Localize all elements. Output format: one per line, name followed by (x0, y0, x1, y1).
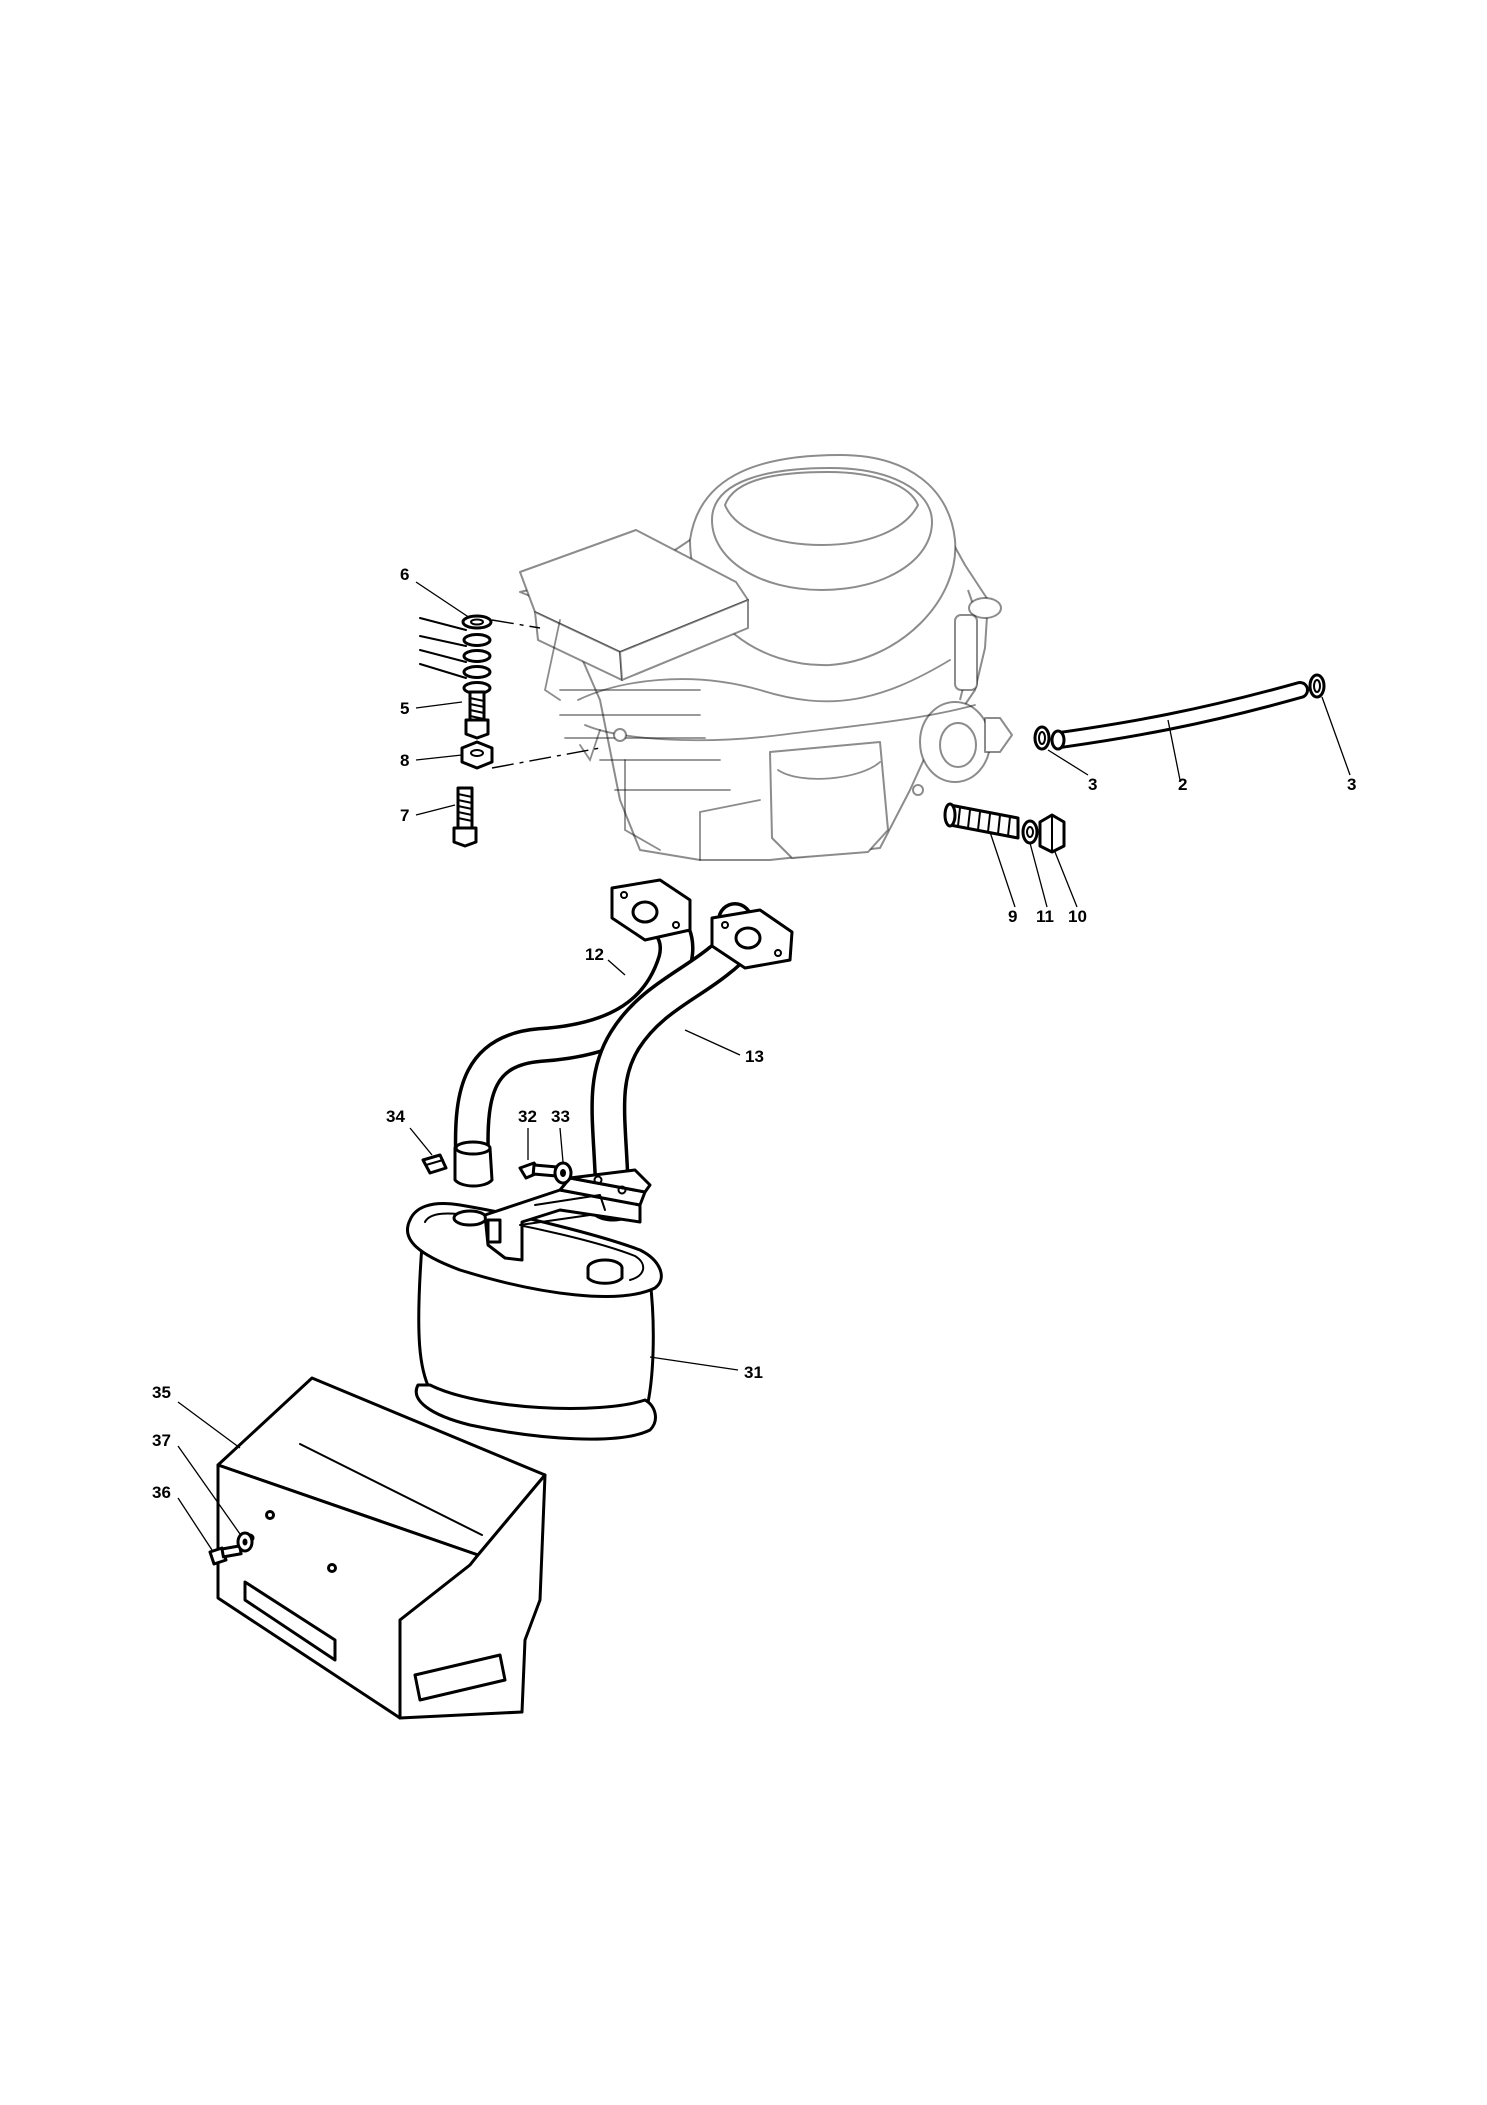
assembly-line-upper (491, 619, 541, 629)
callout-6: 6 (400, 565, 409, 584)
callout-9: 9 (1008, 907, 1017, 926)
callout-3-left: 3 (1088, 775, 1097, 794)
fuel-hose (1050, 681, 1309, 751)
callout-34: 34 (386, 1107, 405, 1126)
callout-36: 36 (152, 1483, 171, 1502)
callout-32: 32 (518, 1107, 537, 1126)
callouts: 6 5 8 7 3 2 3 9 11 10 12 13 34 32 33 31 … (152, 565, 1356, 1502)
leader-lines (177, 581, 1351, 1551)
drain-cap (1038, 813, 1066, 854)
drain-washer (1021, 819, 1039, 845)
callout-35: 35 (152, 1383, 171, 1402)
callout-33: 33 (551, 1107, 570, 1126)
muffler-washer (553, 1161, 573, 1185)
callout-13: 13 (745, 1047, 764, 1066)
callout-3-right: 3 (1347, 775, 1356, 794)
callout-11: 11 (1036, 907, 1054, 926)
assembly-line-lower (491, 747, 601, 769)
callout-2: 2 (1178, 775, 1187, 794)
callout-5: 5 (400, 699, 409, 718)
callout-8: 8 (400, 751, 409, 770)
shield-washer (236, 1531, 254, 1553)
muffler (406, 1168, 663, 1441)
drain-nipple (943, 802, 1020, 840)
callout-12: 12 (585, 945, 604, 964)
callout-10: 10 (1068, 907, 1087, 926)
washer-stack (419, 614, 493, 695)
callout-37: 37 (152, 1431, 171, 1450)
hose-clamp-left (1033, 725, 1051, 751)
heat-shield (216, 1376, 547, 1720)
hex-nut (460, 740, 494, 770)
engine-bolt-upper (464, 690, 490, 740)
clip-nut (421, 1153, 448, 1175)
callout-31: 31 (744, 1363, 763, 1382)
callout-7: 7 (400, 806, 409, 825)
engine-bolt-lower (452, 786, 478, 848)
muffler-bolt (518, 1161, 558, 1180)
exhaust-pipe-left (453, 878, 695, 1188)
hose-clamp-right (1308, 673, 1326, 699)
engine (519, 454, 1013, 861)
shield-screw (208, 1544, 243, 1566)
